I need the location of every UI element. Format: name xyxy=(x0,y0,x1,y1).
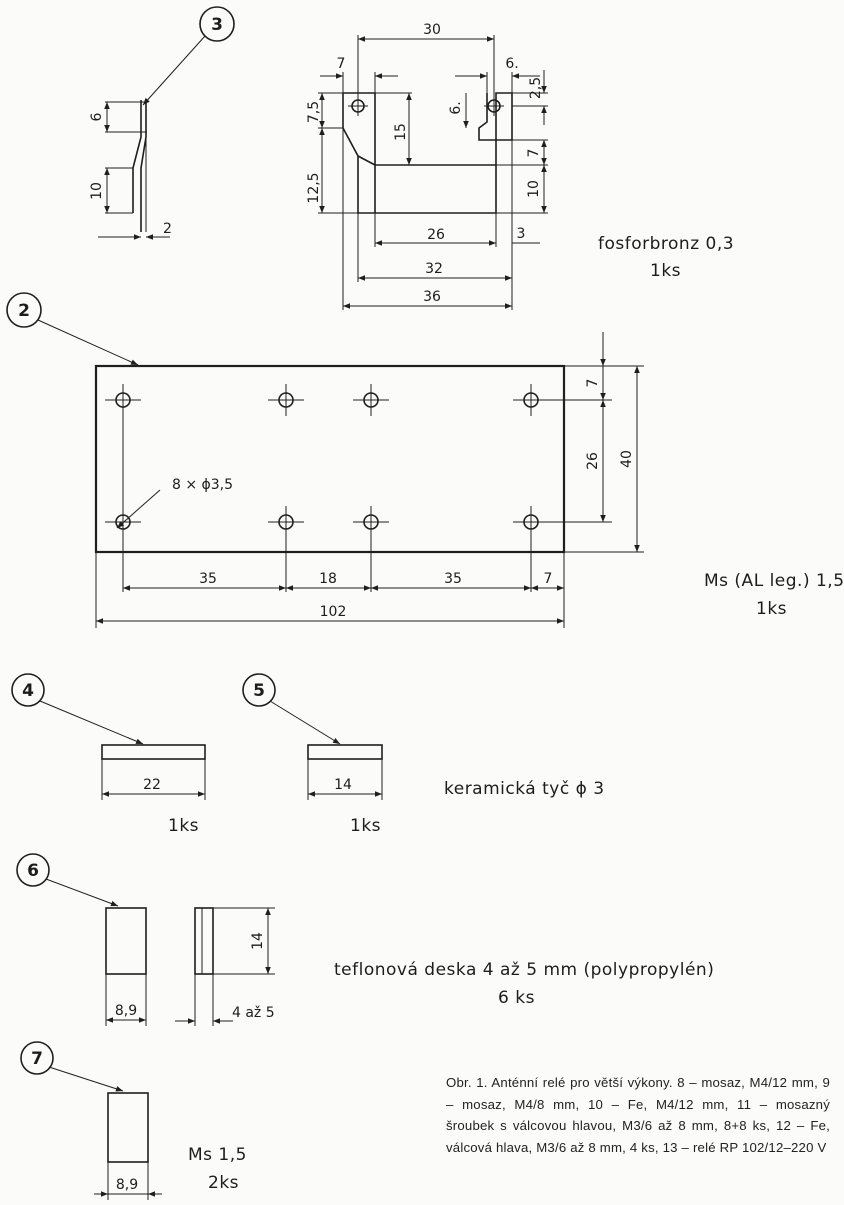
p7-qty: 2ks xyxy=(208,1173,239,1193)
p3-dim-6-top: 6. xyxy=(505,56,518,72)
callout-4-circle xyxy=(11,673,45,707)
p3-dim-15: 15 xyxy=(393,123,409,141)
p2-dim-35a: 35 xyxy=(199,571,217,587)
p2-dim-40: 40 xyxy=(619,450,635,468)
part-4: 4 22 1ks xyxy=(11,673,206,836)
callout-2-label: 2 xyxy=(18,301,30,321)
p3-dim-3: 3 xyxy=(517,226,526,242)
p2-dim-7v: 7 xyxy=(585,379,601,388)
part-3: 3 6 10 2 xyxy=(89,6,734,310)
p4-dim-22: 22 xyxy=(143,777,161,793)
p3-dim-2: 2 xyxy=(163,221,172,237)
part-6: 6 8,9 14 4 až 5 teflonová deska 4 až 5 m… xyxy=(16,853,714,1026)
p3-dim-26: 26 xyxy=(427,227,445,243)
p2-dim-7h: 7 xyxy=(544,571,553,587)
callout-7-circle xyxy=(20,1041,54,1075)
p3-dim-6: 6 xyxy=(89,112,105,121)
p2-dim-26: 26 xyxy=(585,452,601,470)
p2-dim-35b: 35 xyxy=(444,571,462,587)
part-5: 5 14 1ks xyxy=(242,673,383,836)
p2-holes xyxy=(105,384,549,538)
p2-dim-18: 18 xyxy=(319,571,337,587)
callout-3-circle xyxy=(199,6,235,42)
p7-plate xyxy=(107,1092,149,1163)
p4-qty: 1ks xyxy=(168,816,199,836)
callout-2-circle xyxy=(6,292,42,328)
part-7: 7 8,9 Ms 1,5 2ks xyxy=(20,1041,247,1200)
p5-rod xyxy=(307,744,383,760)
callout-4-leader xyxy=(39,700,144,745)
p6-side xyxy=(194,907,214,975)
callout-5-label: 5 xyxy=(253,681,265,701)
p3-dim-6-inner: 6. xyxy=(448,101,464,114)
p7-material: Ms 1,5 xyxy=(188,1145,247,1165)
part-3-side-view: 6 10 2 xyxy=(89,100,172,240)
callout-7-leader xyxy=(48,1066,124,1092)
p3-dim-36: 36 xyxy=(423,289,441,305)
callout-5-circle xyxy=(242,673,276,707)
callout-7-label: 7 xyxy=(31,1049,43,1069)
p3-dim-7-top: 7 xyxy=(337,56,346,72)
callout-6-label: 6 xyxy=(27,861,39,881)
p2-qty: 1ks xyxy=(756,599,787,619)
p6-dim-width: 8,9 xyxy=(115,1003,137,1019)
p6-front xyxy=(105,907,147,975)
callout-4-label: 4 xyxy=(22,681,34,701)
callout-3-leader xyxy=(142,35,206,106)
p2-material: Ms (AL leg.) 1,5 xyxy=(704,571,844,591)
p3-dim-7-right: 7 xyxy=(526,149,542,158)
p2-holes-note: 8 × ϕ3,5 xyxy=(172,477,233,493)
p3-dim-7-5: 7,5 xyxy=(306,101,322,123)
p5-qty: 1ks xyxy=(350,816,381,836)
p6-material: teflonová deska 4 až 5 mm (polypropylén) xyxy=(334,960,714,980)
p3-dim-12-5: 12,5 xyxy=(306,172,322,203)
p3-dim-2-5: 2,5 xyxy=(528,77,544,99)
callout-2-leader xyxy=(37,319,139,366)
p3-dim-32: 32 xyxy=(425,261,443,277)
callout-6-leader xyxy=(45,878,119,907)
callout-6-circle xyxy=(16,853,50,887)
p45-material: keramická tyč ϕ 3 xyxy=(444,779,605,799)
callout-3-label: 3 xyxy=(211,15,223,35)
p3-material: fosforbronz 0,3 xyxy=(598,234,734,254)
p3-qty: 1ks xyxy=(650,261,681,281)
figure-caption: Obr. 1. Anténní relé pro větší výkony. 8… xyxy=(446,1075,830,1155)
p6-dim-height: 14 xyxy=(250,932,266,950)
callout-5-leader xyxy=(269,700,341,745)
p6-dim-thickness: 4 až 5 xyxy=(232,1005,275,1021)
p3-dim-30: 30 xyxy=(423,22,441,38)
p3-dim-10: 10 xyxy=(89,182,105,200)
p7-dim-width: 8,9 xyxy=(116,1177,138,1193)
p5-dim-14: 14 xyxy=(334,777,352,793)
part-3-front-view: 30 7 6. 2,5 7,5 15 12,5 6. 7 10 26 3 32 … xyxy=(306,22,548,310)
p4-rod xyxy=(101,744,206,760)
p3-dim-10-right: 10 xyxy=(526,180,542,198)
p2-dim-102: 102 xyxy=(320,604,347,620)
part-2: 2 8 × ϕ3,5 35 18 35 7 10 xyxy=(6,292,844,628)
p6-qty: 6 ks xyxy=(498,988,535,1008)
p2-plate xyxy=(94,364,566,554)
